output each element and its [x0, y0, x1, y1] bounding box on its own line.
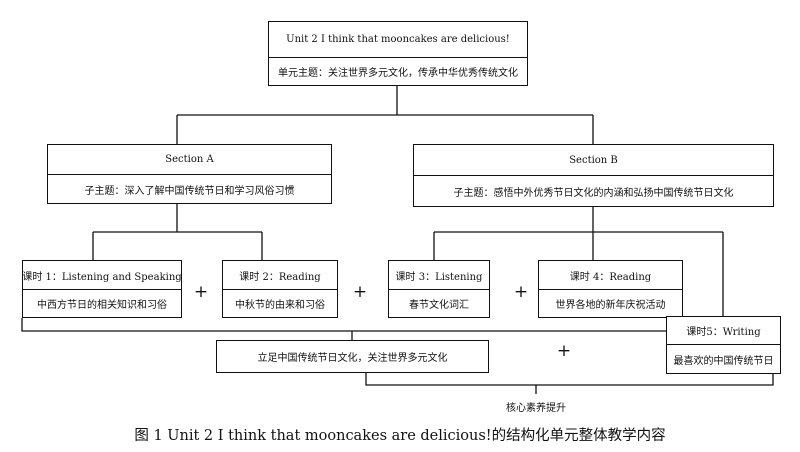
- lesson-1-content: 中西方节日的相关知识和习俗: [37, 300, 167, 311]
- lesson-4-box: 课时 4：Reading 世界各地的新年庆祝活动: [538, 260, 683, 318]
- plus-sign: +: [193, 282, 209, 302]
- lesson-3-title: 课时 3：Listening: [389, 261, 489, 290]
- lesson-1-box: 课时 1：Listening and Speaking 中西方节日的相关知识和习…: [22, 260, 182, 318]
- section-a-subtheme: 子主题：深入了解中国传统节日和学习风俗习惯: [84, 185, 295, 197]
- figure-caption: 图 1 Unit 2 I think that mooncakes are de…: [134, 428, 666, 444]
- summary-box: 立足中国传统节日文化，关注世界多元文化: [216, 340, 489, 373]
- plus-sign: +: [352, 282, 368, 302]
- summary-text: 立足中国传统节日文化，关注世界多元文化: [257, 353, 448, 364]
- lesson-2-title: 课时 2：Reading: [223, 261, 337, 290]
- section-b-title: Section B: [414, 145, 773, 176]
- lesson-5-content: 最喜欢的中国传统节日: [673, 355, 774, 367]
- lesson-4-title: 课时 4：Reading: [539, 261, 682, 290]
- lesson-1-title: 课时 1：Listening and Speaking: [22, 261, 182, 290]
- lesson-2-content: 中秋节的由来和习俗: [235, 300, 325, 311]
- section-a-box: Section A 子主题：深入了解中国传统节日和学习风俗习惯: [47, 144, 332, 204]
- section-a-title: Section A: [48, 145, 331, 175]
- outcome-label: 核心素养提升: [506, 403, 566, 414]
- plus-sign: +: [556, 341, 572, 361]
- lesson-2-box: 课时 2：Reading 中秋节的由来和习俗: [222, 260, 338, 318]
- section-b-subtheme: 子主题：感悟中外优秀节日文化的内涵和弘扬中国传统节日文化: [453, 187, 734, 199]
- root-box: Unit 2 I think that mooncakes are delici…: [268, 21, 528, 86]
- lesson-3-box: 课时 3：Listening 春节文化词汇: [388, 260, 490, 318]
- unit-theme: 单元主题：关注世界多元文化，传承中华优秀传统文化: [278, 68, 518, 79]
- plus-sign: +: [513, 282, 529, 302]
- lesson-5-title: 课时5：Writing: [667, 317, 780, 345]
- lesson-4-content: 世界各地的新年庆祝活动: [555, 300, 666, 311]
- lesson-3-content: 春节文化词汇: [409, 300, 469, 311]
- unit-title: Unit 2 I think that mooncakes are delici…: [269, 22, 527, 58]
- lesson-5-box: 课时5：Writing 最喜欢的中国传统节日: [666, 316, 781, 374]
- section-b-box: Section B 子主题：感悟中外优秀节日文化的内涵和弘扬中国传统节日文化: [413, 144, 774, 207]
